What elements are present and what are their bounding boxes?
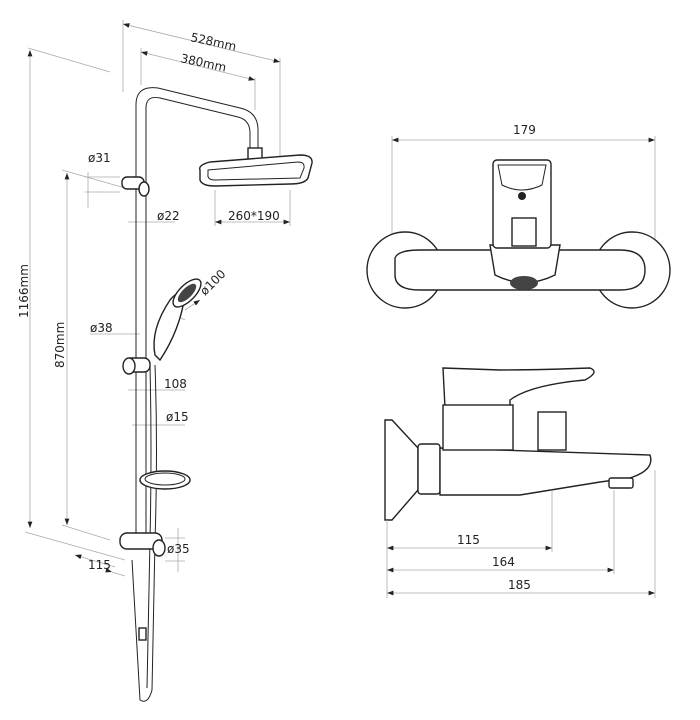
nut bbox=[417, 443, 441, 495]
aerator bbox=[608, 477, 634, 489]
overhead-shower-head bbox=[199, 154, 313, 187]
dim-label-870: 870mm bbox=[53, 322, 67, 368]
dim-label-slider: ø38 bbox=[90, 321, 113, 335]
dim-label-hand: ø100 bbox=[197, 267, 228, 298]
mixer-side-view: 115 164 185 bbox=[384, 367, 656, 598]
mixer-front-view: 179 bbox=[366, 123, 671, 309]
soap-dish bbox=[139, 470, 191, 490]
mixer-body-side bbox=[439, 447, 652, 496]
dim-label-hose: ø15 bbox=[166, 410, 189, 424]
dim-label-holder: ø31 bbox=[88, 151, 111, 165]
shower-set-drawing: 528mm 380mm 1166mm 870mm ø31 ø22 260*190… bbox=[17, 20, 313, 702]
dim-label-380: 380mm bbox=[179, 51, 227, 74]
lever-side bbox=[442, 367, 595, 411]
dim-label-head: 260*190 bbox=[228, 209, 280, 223]
dim-380 bbox=[140, 51, 256, 81]
dim-label-wall: 115 bbox=[88, 558, 111, 572]
dim-label-diverter: ø35 bbox=[167, 542, 190, 556]
diverter-knob bbox=[537, 411, 567, 451]
wall-plate bbox=[384, 419, 419, 521]
hose-connector bbox=[138, 627, 147, 641]
dim-label-528: 528mm bbox=[189, 30, 237, 53]
dim-label-185: 185 bbox=[508, 578, 531, 592]
dim-label-pipe: ø22 bbox=[157, 209, 180, 223]
dim-label-164: 164 bbox=[492, 555, 515, 569]
spout-outlet bbox=[510, 276, 538, 290]
riser-pipe bbox=[135, 87, 259, 545]
dim-label-115: 115 bbox=[457, 533, 480, 547]
dim-label-179: 179 bbox=[513, 123, 536, 137]
dim-label-offset: 108 bbox=[164, 377, 187, 391]
dim-label-1166: 1166mm bbox=[17, 264, 31, 318]
shower-hose bbox=[131, 364, 157, 702]
